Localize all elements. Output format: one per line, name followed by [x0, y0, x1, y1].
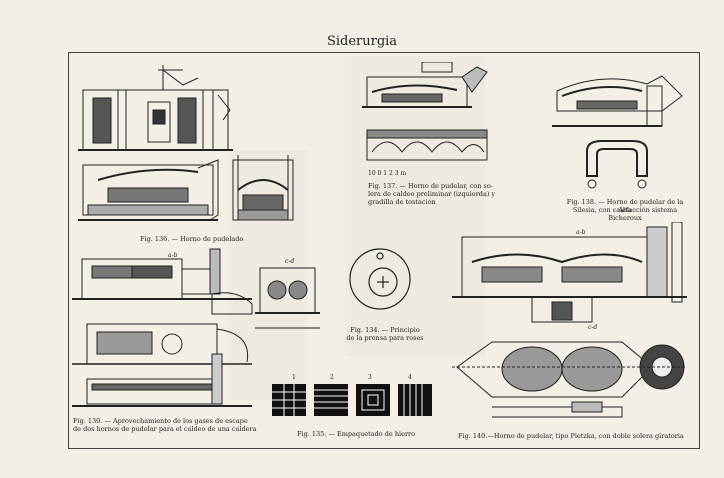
fig135-label-2: 2: [330, 374, 334, 381]
fig135-caption: Fig. 135. — Empaquetado de hierro: [297, 430, 416, 438]
fig137-scale: 10 0 1 2 3 m: [368, 170, 407, 177]
fig137-drawing: [362, 62, 492, 180]
plate-frame: [68, 52, 700, 449]
fig138-caption-line1: Fig. 138. — Horno de pudelar de la Alta: [566, 198, 684, 214]
fig138-caption-line2: Silesia, con calefacción sistema Bichero…: [572, 206, 678, 222]
fig139-caption-line1: Fig. 139. — Aprovechamiento de los gases…: [73, 417, 248, 425]
show-through-shade: [228, 150, 308, 400]
fig138-drawing: [552, 66, 692, 196]
fig136-drawing: [78, 60, 300, 232]
fig139-label-cd: c-d: [285, 258, 295, 265]
fig135-drawing: [272, 384, 432, 416]
fig137-caption-line1: Fig. 137. — Horno de pudelar, con so-: [368, 182, 494, 190]
fig135-label-1: 1: [292, 374, 296, 381]
fig134-caption-line1: Fig. 134. — Principio: [350, 326, 420, 334]
fig134-drawing: [345, 244, 415, 314]
fig134-caption-line2: de la prensa para roses: [346, 334, 424, 342]
fig137-caption-line3: gradilla de tostación: [368, 198, 436, 206]
fig139-label-ab: a-b: [168, 252, 178, 259]
fig136-caption: Fig. 136. — Horno de pudelado: [140, 235, 244, 243]
fig140-drawing: [452, 222, 692, 427]
fig139-drawing: [72, 244, 262, 416]
page-title: Siderurgia: [326, 34, 398, 49]
fig135-label-3: 3: [368, 374, 372, 381]
fig139-cross-section: [255, 258, 325, 338]
fig140-label-ab: a-b: [576, 229, 586, 236]
fig139-caption-line2: de dos hornos de pudelar para el caldeo …: [73, 425, 257, 433]
fig140-label-cd: c-d: [588, 324, 598, 331]
fig140-caption: Fig. 140.—Horno de pudelar, tipo Pietzka…: [458, 432, 684, 440]
fig137-caption-line2: lera de caldeo preliminar (izquierda) y: [368, 190, 496, 198]
fig135-label-4: 4: [408, 374, 412, 381]
